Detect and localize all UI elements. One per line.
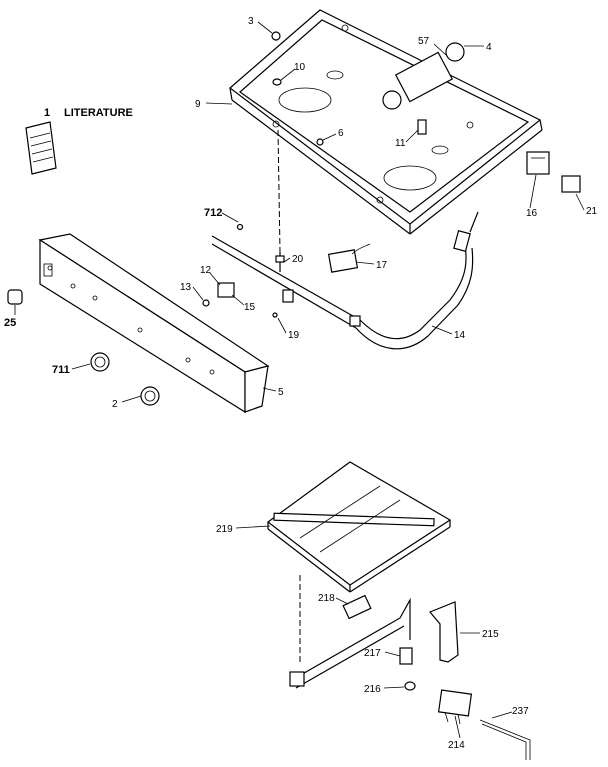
switch-part-21 [561,175,581,193]
callout-2: 2 [112,399,118,410]
part-217 [399,647,413,665]
knob-part-711 [90,352,110,372]
knob-part-2 [140,386,160,406]
callout-1: 1 [44,107,50,119]
callout-4: 4 [486,42,492,53]
part-216 [404,681,416,691]
bracket-part-215 [429,601,459,663]
callout-237: 237 [512,706,529,717]
callout-6: 6 [338,128,344,139]
callout-16: 16 [526,208,538,219]
callout-20: 20 [292,254,304,265]
callout-14: 14 [454,330,466,341]
callout-21: 21 [586,206,598,217]
callout-3: 3 [248,16,254,27]
callout-57: 57 [418,36,430,47]
leader-lines [14,21,585,739]
callout-15: 15 [244,302,256,313]
callout-219: 219 [216,524,233,535]
callout-712: 712 [204,207,222,219]
callout-9: 9 [195,99,201,110]
wire-part-237 [479,719,531,760]
callout-13: 13 [180,282,192,293]
callout-215: 215 [482,629,499,640]
shield-part-219 [266,461,452,593]
callout-11: 11 [395,138,406,149]
callout-12: 12 [200,265,212,276]
screw-part-3 [271,31,281,41]
callout-217: 217 [364,648,381,659]
control-panel-part-5 [38,233,270,414]
burner-tube-part-218 [289,594,411,689]
callout-10: 10 [294,62,306,73]
manifold-assembly [202,211,479,350]
callout-218: 218 [318,593,335,604]
screw-part-6 [316,138,324,146]
burner-box [229,9,543,235]
callout-5: 5 [278,387,284,398]
ignitor-part-214 [437,689,473,725]
callout-17: 17 [376,260,388,271]
literature-label: LITERATURE [64,107,133,119]
clip-part-25 [7,289,23,305]
alignment-line-top [277,129,281,253]
literature-booklet [25,121,57,175]
callout-216: 216 [364,684,381,695]
callout-711: 711 [52,364,70,376]
callout-214: 214 [448,740,465,751]
callout-19: 19 [288,330,300,341]
washer-part-10 [272,78,282,86]
callout-25: 25 [4,317,16,329]
ignition-module-part-16 [526,151,550,175]
